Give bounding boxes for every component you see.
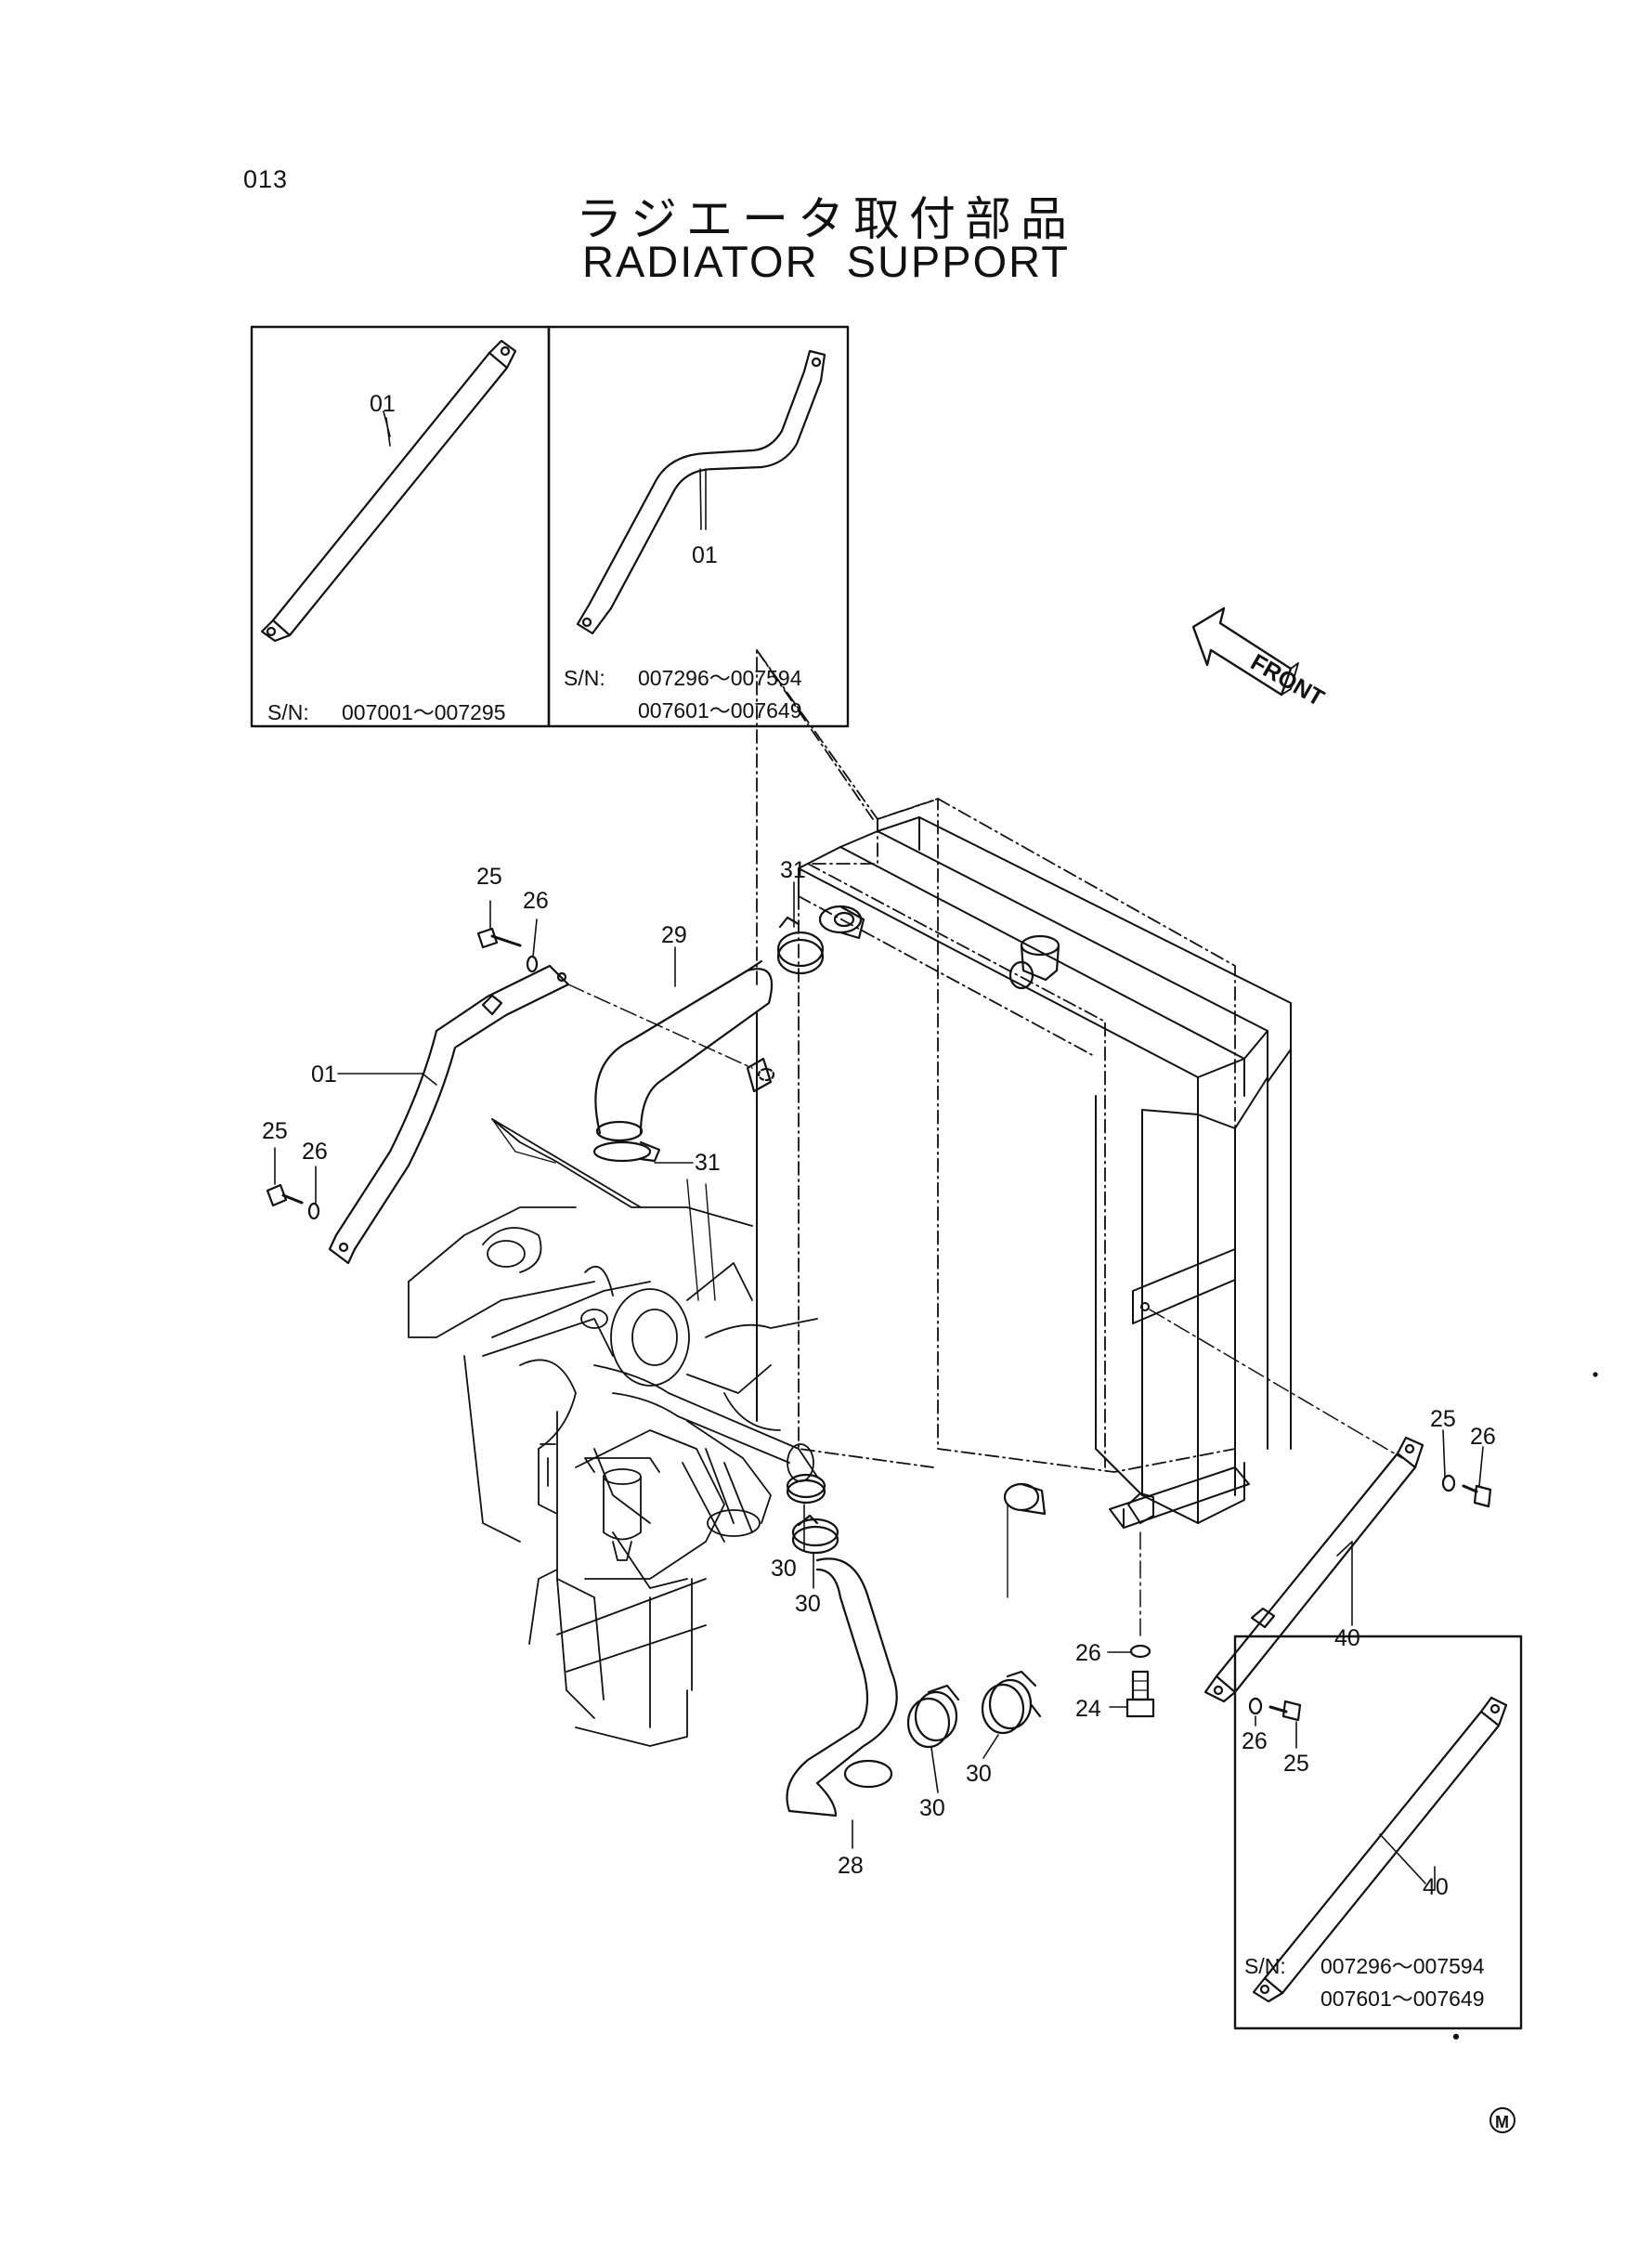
lower-hose-part-28 <box>786 1557 898 1818</box>
page-number: 013 <box>243 165 289 193</box>
inset-bottom-right-serial-range-1: 007296～007594 <box>1320 1954 1485 1978</box>
hose-clamp-part-31-upper <box>776 916 825 975</box>
callout-31-upper: 31 <box>780 857 806 883</box>
upper-hose-part-29 <box>594 959 774 1142</box>
inset-bottom-right-serial-prefix: S/N: <box>1244 1954 1286 1978</box>
radiator-stay-part-40 <box>1203 1436 1424 1703</box>
callout-29: 29 <box>661 922 687 948</box>
callout-25-upper-left: 25 <box>476 864 502 890</box>
washer-part-26-bottom-center <box>1129 1644 1151 1659</box>
washer-part-26-right-lower <box>1248 1697 1263 1715</box>
callout-28: 28 <box>838 1853 864 1879</box>
inset-middle-serial-range-2: 007601～007649 <box>638 698 802 723</box>
inset-left-serial-range: 007001～007295 <box>342 700 506 724</box>
radiator-tank <box>756 816 1292 1529</box>
bolt-part-24 <box>1125 1670 1155 1718</box>
washer-part-26-upper-left <box>526 955 539 973</box>
hose-clamp-part-30-a <box>786 1473 826 1505</box>
bracket-near-inlet <box>746 1057 775 1093</box>
callout-30-c: 30 <box>919 1795 945 1821</box>
inset-bottom-right-part-label: 40 <box>1423 1874 1449 1900</box>
callout-26-right-lower: 26 <box>1242 1728 1268 1754</box>
inset-bottom-right-serial-range-2: 007601～007649 <box>1320 1987 1485 2011</box>
engine-guide-lines <box>491 1118 716 1301</box>
washer-part-26-right-upper <box>1441 1474 1456 1492</box>
hose-clamp-part-30-d <box>981 1670 1042 1735</box>
callout-24: 24 <box>1075 1696 1101 1722</box>
callout-25-right-lower: 25 <box>1283 1751 1309 1777</box>
hose-clamp-part-30-b <box>791 1514 839 1555</box>
radiator-filler-cap <box>1008 934 1060 990</box>
callout-31-lower: 31 <box>695 1150 721 1176</box>
radiator-core <box>756 649 1236 1473</box>
callout-30-a: 30 <box>771 1556 797 1582</box>
radiator-stay-part-01 <box>328 964 570 1265</box>
circled-mark <box>1489 2107 1515 2133</box>
bolt-part-25-right-lower <box>1268 1700 1302 1722</box>
inset-middle-serial-range-1: 007296～007594 <box>638 666 802 690</box>
hose-clamp-part-30-c <box>906 1684 960 1749</box>
title-japanese: ラジエータ取付部品 <box>576 192 1076 246</box>
inset-middle-part-label: 01 <box>692 542 718 568</box>
title-english: RADIATOR SUPPORT <box>582 237 1070 286</box>
callout-01: 01 <box>311 1062 337 1088</box>
inset-left-part-label: 01 <box>370 391 396 417</box>
inset-box-bottom-right <box>1233 1635 1523 2030</box>
circled-mark-letter: M <box>1495 2113 1509 2131</box>
inset-box-middle <box>547 325 850 728</box>
callout-25-right-upper: 25 <box>1430 1406 1456 1432</box>
bolt-part-25-right-upper <box>1462 1484 1492 1508</box>
bolt-part-25-lower-left <box>266 1183 304 1207</box>
callout-26-lower-left: 26 <box>302 1139 328 1165</box>
callout-40: 40 <box>1334 1625 1360 1651</box>
engine-block <box>408 1118 818 1747</box>
callout-26-right-upper: 26 <box>1470 1424 1496 1450</box>
callout-30-b: 30 <box>795 1591 821 1617</box>
callout-25-lower-left: 25 <box>262 1118 288 1144</box>
callout-26-upper-left: 26 <box>523 888 549 914</box>
bolt-part-25-upper-left <box>476 927 522 949</box>
callout-30-d: 30 <box>966 1761 992 1787</box>
radiator-outlet-pipe <box>1003 1482 1047 1598</box>
inset-box-left <box>250 325 551 728</box>
hose-clamp-part-31-lower <box>592 1140 661 1163</box>
radiator-inlet-pipe <box>818 905 865 940</box>
attachment-lines <box>567 984 1403 1640</box>
inset-middle-serial-prefix: S/N: <box>564 666 605 690</box>
callout-26-bottom-center: 26 <box>1075 1640 1101 1666</box>
inset-left-serial-prefix: S/N: <box>267 700 309 724</box>
callout-leader-lines <box>274 410 1484 1891</box>
front-arrow <box>1191 606 1299 697</box>
washer-part-26-lower-left <box>307 1202 320 1220</box>
